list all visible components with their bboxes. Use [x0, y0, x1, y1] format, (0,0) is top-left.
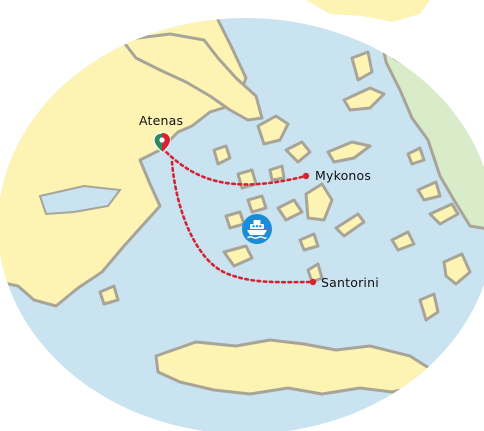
island-andros	[256, 114, 290, 146]
island-kalymnos	[416, 180, 442, 202]
route-atenas-mykonos	[160, 146, 308, 186]
top-land-tab	[306, 0, 430, 22]
ferry-ship-icon[interactable]	[242, 214, 272, 244]
map-pin-icon	[153, 132, 171, 153]
island-serifos	[246, 194, 268, 214]
island-samos	[342, 86, 386, 112]
island-kea	[212, 144, 232, 166]
island-ios	[298, 232, 320, 252]
island-astypalea	[390, 230, 416, 252]
island-evia	[120, 32, 264, 122]
island-sifnos	[224, 210, 246, 230]
island-syros	[268, 164, 286, 182]
island-kos	[428, 202, 460, 226]
destination-dot-icon	[302, 172, 310, 180]
island-amorgos	[334, 212, 366, 238]
label-santorini: Santorini	[321, 275, 379, 290]
island-paros	[276, 198, 304, 222]
island-karpathos	[418, 292, 440, 322]
gulf-coast	[38, 184, 122, 216]
island-ikaria	[326, 140, 372, 164]
island-kythira	[98, 284, 120, 306]
label-atenas: Atenas	[139, 113, 183, 128]
island-rhodes	[442, 252, 472, 286]
island-naxos	[304, 182, 334, 222]
island-leros	[406, 146, 426, 166]
island-milos	[222, 244, 254, 268]
destination-dot-icon	[309, 278, 317, 286]
island-tinos	[284, 140, 312, 164]
island-santorini	[306, 262, 324, 284]
route-atenas-santorini	[170, 160, 314, 284]
island-chios	[350, 50, 374, 82]
label-mykonos: Mykonos	[315, 168, 371, 183]
